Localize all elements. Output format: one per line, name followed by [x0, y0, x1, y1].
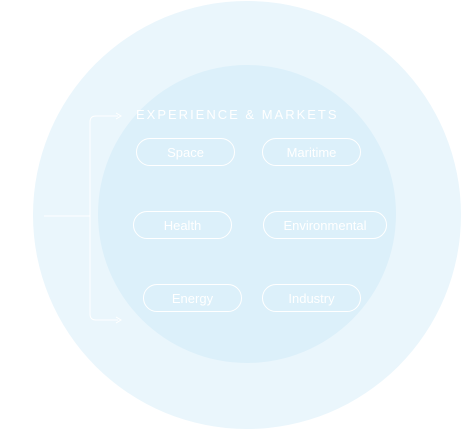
market-pill-health[interactable]: Health [133, 211, 232, 239]
market-pill-industry[interactable]: Industry [262, 284, 361, 312]
market-pill-energy[interactable]: Energy [143, 284, 242, 312]
market-pill-environmental[interactable]: Environmental [263, 211, 387, 239]
arrow-top-icon [115, 112, 122, 120]
arrow-bottom-icon [115, 316, 122, 324]
section-heading: EXPERIENCE & MARKETS [136, 107, 339, 122]
market-pill-maritime[interactable]: Maritime [262, 138, 361, 166]
bracket-line [89, 115, 118, 321]
market-pill-space[interactable]: Space [136, 138, 235, 166]
